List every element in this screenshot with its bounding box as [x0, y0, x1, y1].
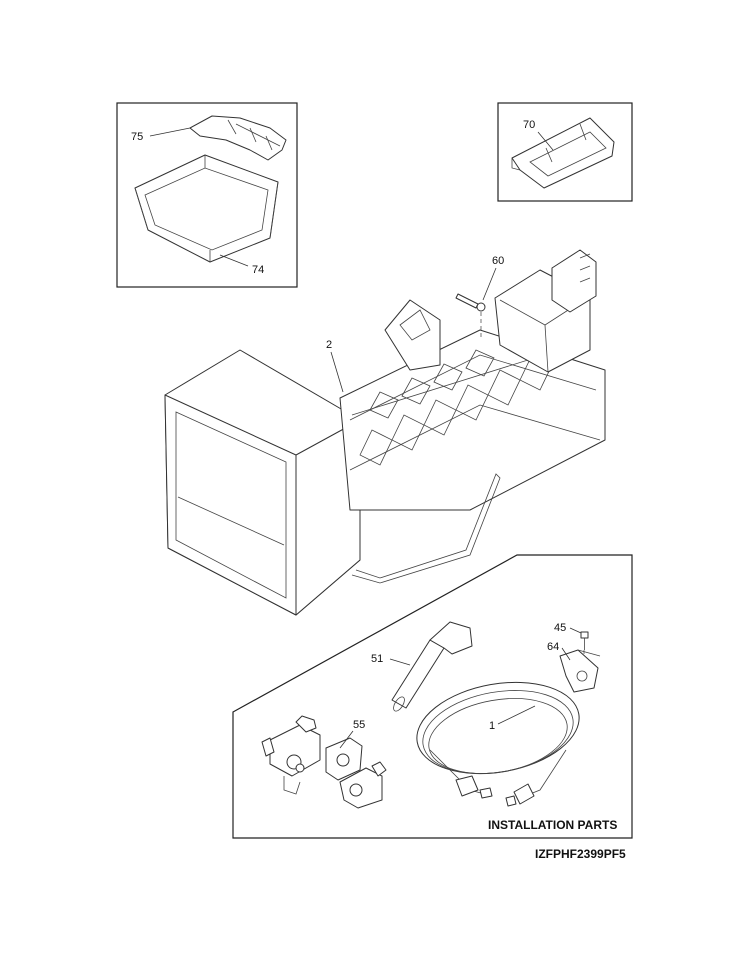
screw-part[interactable] [455, 293, 486, 312]
water-line-part[interactable] [410, 670, 587, 807]
leader-75 [149, 127, 191, 137]
leader-64 [561, 647, 571, 661]
callout-75: 75 [131, 131, 143, 143]
clamp-screw-part[interactable] [580, 631, 589, 650]
leader-1 [497, 705, 536, 725]
callout-51: 51 [371, 653, 383, 665]
leader-74 [219, 254, 249, 267]
installation-parts-frame [232, 554, 633, 839]
callout-1: 1 [489, 720, 495, 732]
callout-55: 55 [353, 719, 365, 731]
fill-tube-part[interactable] [391, 621, 473, 713]
callout-74: 74 [252, 264, 264, 276]
bracket-inset-frame [497, 102, 633, 202]
tube-clamp-part[interactable] [559, 649, 601, 693]
leader-60 [482, 267, 497, 301]
figure-code: IZFPHF2399PF5 [535, 847, 626, 861]
mounting-bracket-part[interactable] [511, 117, 615, 189]
installation-parts-label: INSTALLATION PARTS [488, 818, 617, 832]
callout-2: 2 [326, 339, 332, 351]
callout-45: 45 [554, 622, 566, 634]
bucket-inset-frame [116, 102, 298, 288]
callout-60: 60 [492, 255, 504, 267]
leader-70 [537, 131, 554, 151]
water-valve-part[interactable] [261, 715, 387, 809]
callout-70: 70 [523, 119, 535, 131]
leader-55 [339, 730, 354, 749]
leader-51 [389, 658, 411, 666]
ice-bucket-part[interactable] [134, 154, 279, 263]
callout-64: 64 [547, 641, 559, 653]
ice-maker-assembly-part[interactable] [164, 249, 606, 616]
ice-bucket-cover-part[interactable] [189, 115, 287, 161]
leader-2 [330, 351, 344, 393]
leader-45 [569, 627, 582, 634]
